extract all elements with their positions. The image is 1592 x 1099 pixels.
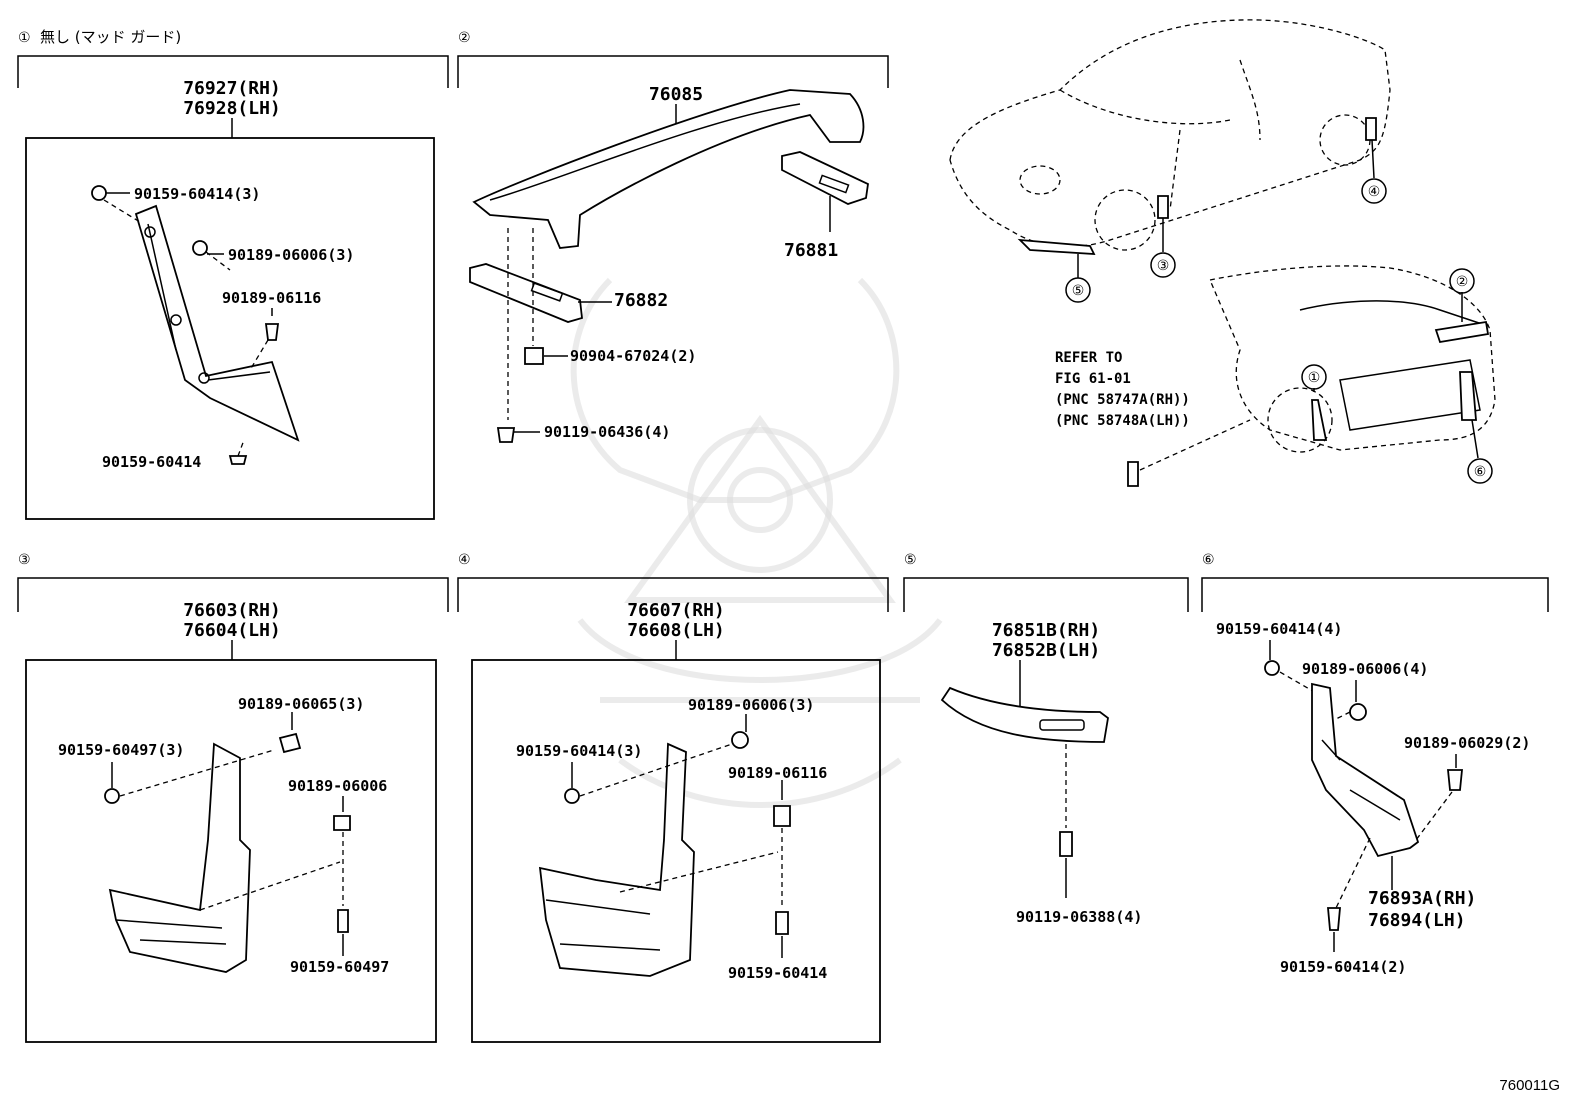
g4-label-d: 90159-60414 <box>728 964 827 982</box>
g1-screw2-icon <box>228 455 248 465</box>
g2-bolt-icon <box>496 427 516 443</box>
group-1-note: 無し (マッド ガード) <box>40 28 181 46</box>
g3-label-c: 90189-06006 <box>288 777 387 795</box>
group-1-marker: ① <box>18 30 31 46</box>
g4-clip-icon <box>731 731 749 749</box>
callout6-part <box>1459 371 1477 421</box>
front-car-outline <box>949 19 1391 248</box>
group-6: ⑥ 90159-60414(4) 90189-06006(4) 90189-06… <box>1201 552 1549 976</box>
g3-clip-icon <box>278 732 302 754</box>
refer-line-2: FIG 61-01 <box>1055 371 1131 387</box>
g6-label-a: 90159-60414(4) <box>1216 620 1342 638</box>
g2-label-a: 90904-67024(2) <box>570 347 696 365</box>
g1-label-b: 90189-06006(3) <box>228 246 354 264</box>
g2-bracket-r-part <box>781 151 869 205</box>
group-5: ⑤ 76851B(RH) 76852B(LH) 90119-06388(4) <box>903 552 1189 926</box>
callout-6: ⑥ <box>1474 464 1487 480</box>
g5-label-a: 90119-06388(4) <box>1016 908 1142 926</box>
g6-main-rh: 76893A(RH) <box>1368 888 1476 909</box>
g2-label-b: 90119-06436(4) <box>544 423 670 441</box>
g3-frame <box>25 659 437 1043</box>
g3-main-lh: 76604(LH) <box>183 620 281 641</box>
g2-bracket-l-label: 76882 <box>614 290 668 311</box>
group-2-marker: ② <box>458 30 471 46</box>
g4-main-rh: 76607(RH) <box>627 600 725 621</box>
g6-grommet-icon <box>1447 769 1463 791</box>
g6-screw2-icon <box>1327 907 1341 931</box>
g5-main-rh: 76851B(RH) <box>992 620 1100 641</box>
g6-label-b: 90189-06006(4) <box>1302 660 1428 678</box>
callout-4: ④ <box>1368 184 1381 200</box>
callout4-part <box>1365 117 1377 141</box>
refer-line-3: (PNC 58747A(RH)) <box>1055 392 1190 408</box>
g6-garnish-part <box>1311 682 1420 858</box>
watermark-logo <box>570 277 943 808</box>
g3-main-rh: 76603(RH) <box>183 600 281 621</box>
group-1: ① 無し (マッド ガード) 76927(RH) 76928(LH) 90159… <box>17 28 449 520</box>
g6-clip-icon <box>1349 703 1367 721</box>
car-views: ③ ④ ⑤ ② ① ⑥ REFER TO FIG 61-01 (PNC 5874… <box>949 19 1496 487</box>
g3-grommet-icon <box>333 815 351 831</box>
callout1-part <box>1311 399 1328 441</box>
callout3-part <box>1157 195 1169 219</box>
g1-label-d: 90159-60414 <box>102 453 201 471</box>
g3-label-b: 90159-60497(3) <box>58 741 184 759</box>
refer-line-1: REFER TO <box>1055 350 1122 366</box>
g1-main-lh: 76928(LH) <box>183 98 281 119</box>
callout5-part <box>1017 238 1096 255</box>
g2-bracket-r-label: 76881 <box>784 240 838 261</box>
g4-screw-icon <box>564 788 580 804</box>
callout-5: ⑤ <box>1072 283 1085 299</box>
g4-main-lh: 76608(LH) <box>627 620 725 641</box>
g3-mudguard-part <box>108 742 251 973</box>
g4-grommet-icon <box>773 805 791 827</box>
group-4: ④ 76607(RH) 76608(LH) 90189-06006(3) 901… <box>457 552 889 1043</box>
g1-grommet-icon <box>264 323 280 341</box>
g1-screw-icon <box>91 185 107 201</box>
g1-label-c: 90189-06116 <box>222 289 321 307</box>
g1-main-rh: 76927(RH) <box>183 78 281 99</box>
g4-frame <box>471 659 881 1043</box>
g1-garnish-part <box>134 204 300 442</box>
g3-screw-icon <box>104 788 120 804</box>
g2-spoiler-part <box>472 89 865 249</box>
group-6-marker: ⑥ <box>1202 552 1215 568</box>
g1-frame <box>25 137 435 520</box>
group-4-marker: ④ <box>458 552 471 568</box>
callout-1: ① <box>1308 370 1321 386</box>
g4-screw2-icon <box>775 911 789 935</box>
callout2-part <box>1434 320 1490 344</box>
g1-clip-icon <box>192 240 208 256</box>
group-2: ② 76085 76881 76882 90904-67024(2) 90119… <box>457 30 889 443</box>
g2-bracket-l-part <box>469 263 583 323</box>
g4-mudguard-part <box>538 742 695 977</box>
refer-line-4: (PNC 58748A(LH)) <box>1055 413 1190 429</box>
rear-car-outline <box>1209 265 1496 451</box>
g2-nut-icon <box>524 347 544 365</box>
group-3-marker: ③ <box>18 552 31 568</box>
refer-part <box>1127 461 1139 487</box>
g1-label-a: 90159-60414(3) <box>134 185 260 203</box>
g6-screw-icon <box>1264 660 1280 676</box>
g4-label-a: 90189-06006(3) <box>688 696 814 714</box>
g5-main-lh: 76852B(LH) <box>992 640 1100 661</box>
group-5-marker: ⑤ <box>904 552 917 568</box>
g3-label-a: 90189-06065(3) <box>238 695 364 713</box>
g6-label-c: 90189-06029(2) <box>1404 734 1530 752</box>
g3-label-d: 90159-60497 <box>290 958 389 976</box>
g6-label-d: 90159-60414(2) <box>1280 958 1406 976</box>
callout-3: ③ <box>1157 258 1170 274</box>
g4-label-b: 90159-60414(3) <box>516 742 642 760</box>
group-3: ③ 76603(RH) 76604(LH) 90189-06065(3) 901… <box>17 552 449 1043</box>
callout-2: ② <box>1456 274 1469 290</box>
g6-main-lh: 76894(LH) <box>1368 910 1466 931</box>
g4-label-c: 90189-06116 <box>728 764 827 782</box>
g3-screw2-icon <box>337 909 349 933</box>
figure-code: 760011G <box>1499 1077 1560 1094</box>
g5-flare-part <box>940 686 1109 743</box>
g2-spoiler-label: 76085 <box>649 84 703 105</box>
g5-bolt-icon <box>1059 831 1073 857</box>
